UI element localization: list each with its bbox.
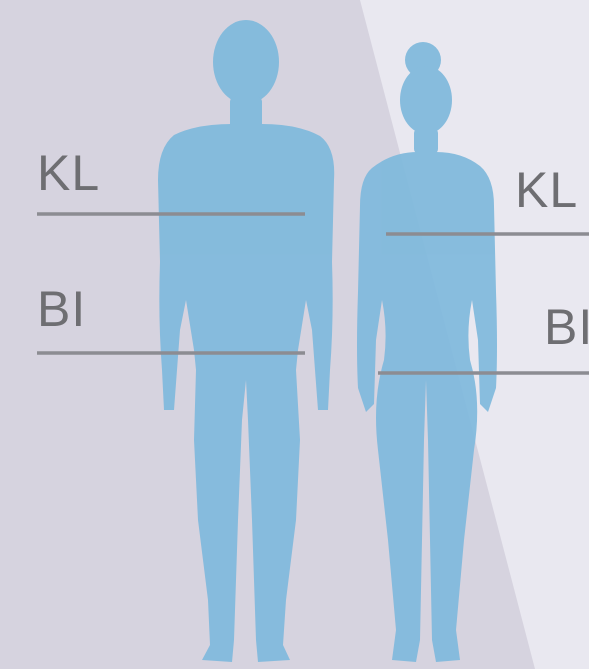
female-chest-label: KL [515,165,578,215]
female-hip-label: BI [544,302,589,352]
male-hip-label: BI [37,284,86,334]
male-chest-label: KL [37,148,100,198]
